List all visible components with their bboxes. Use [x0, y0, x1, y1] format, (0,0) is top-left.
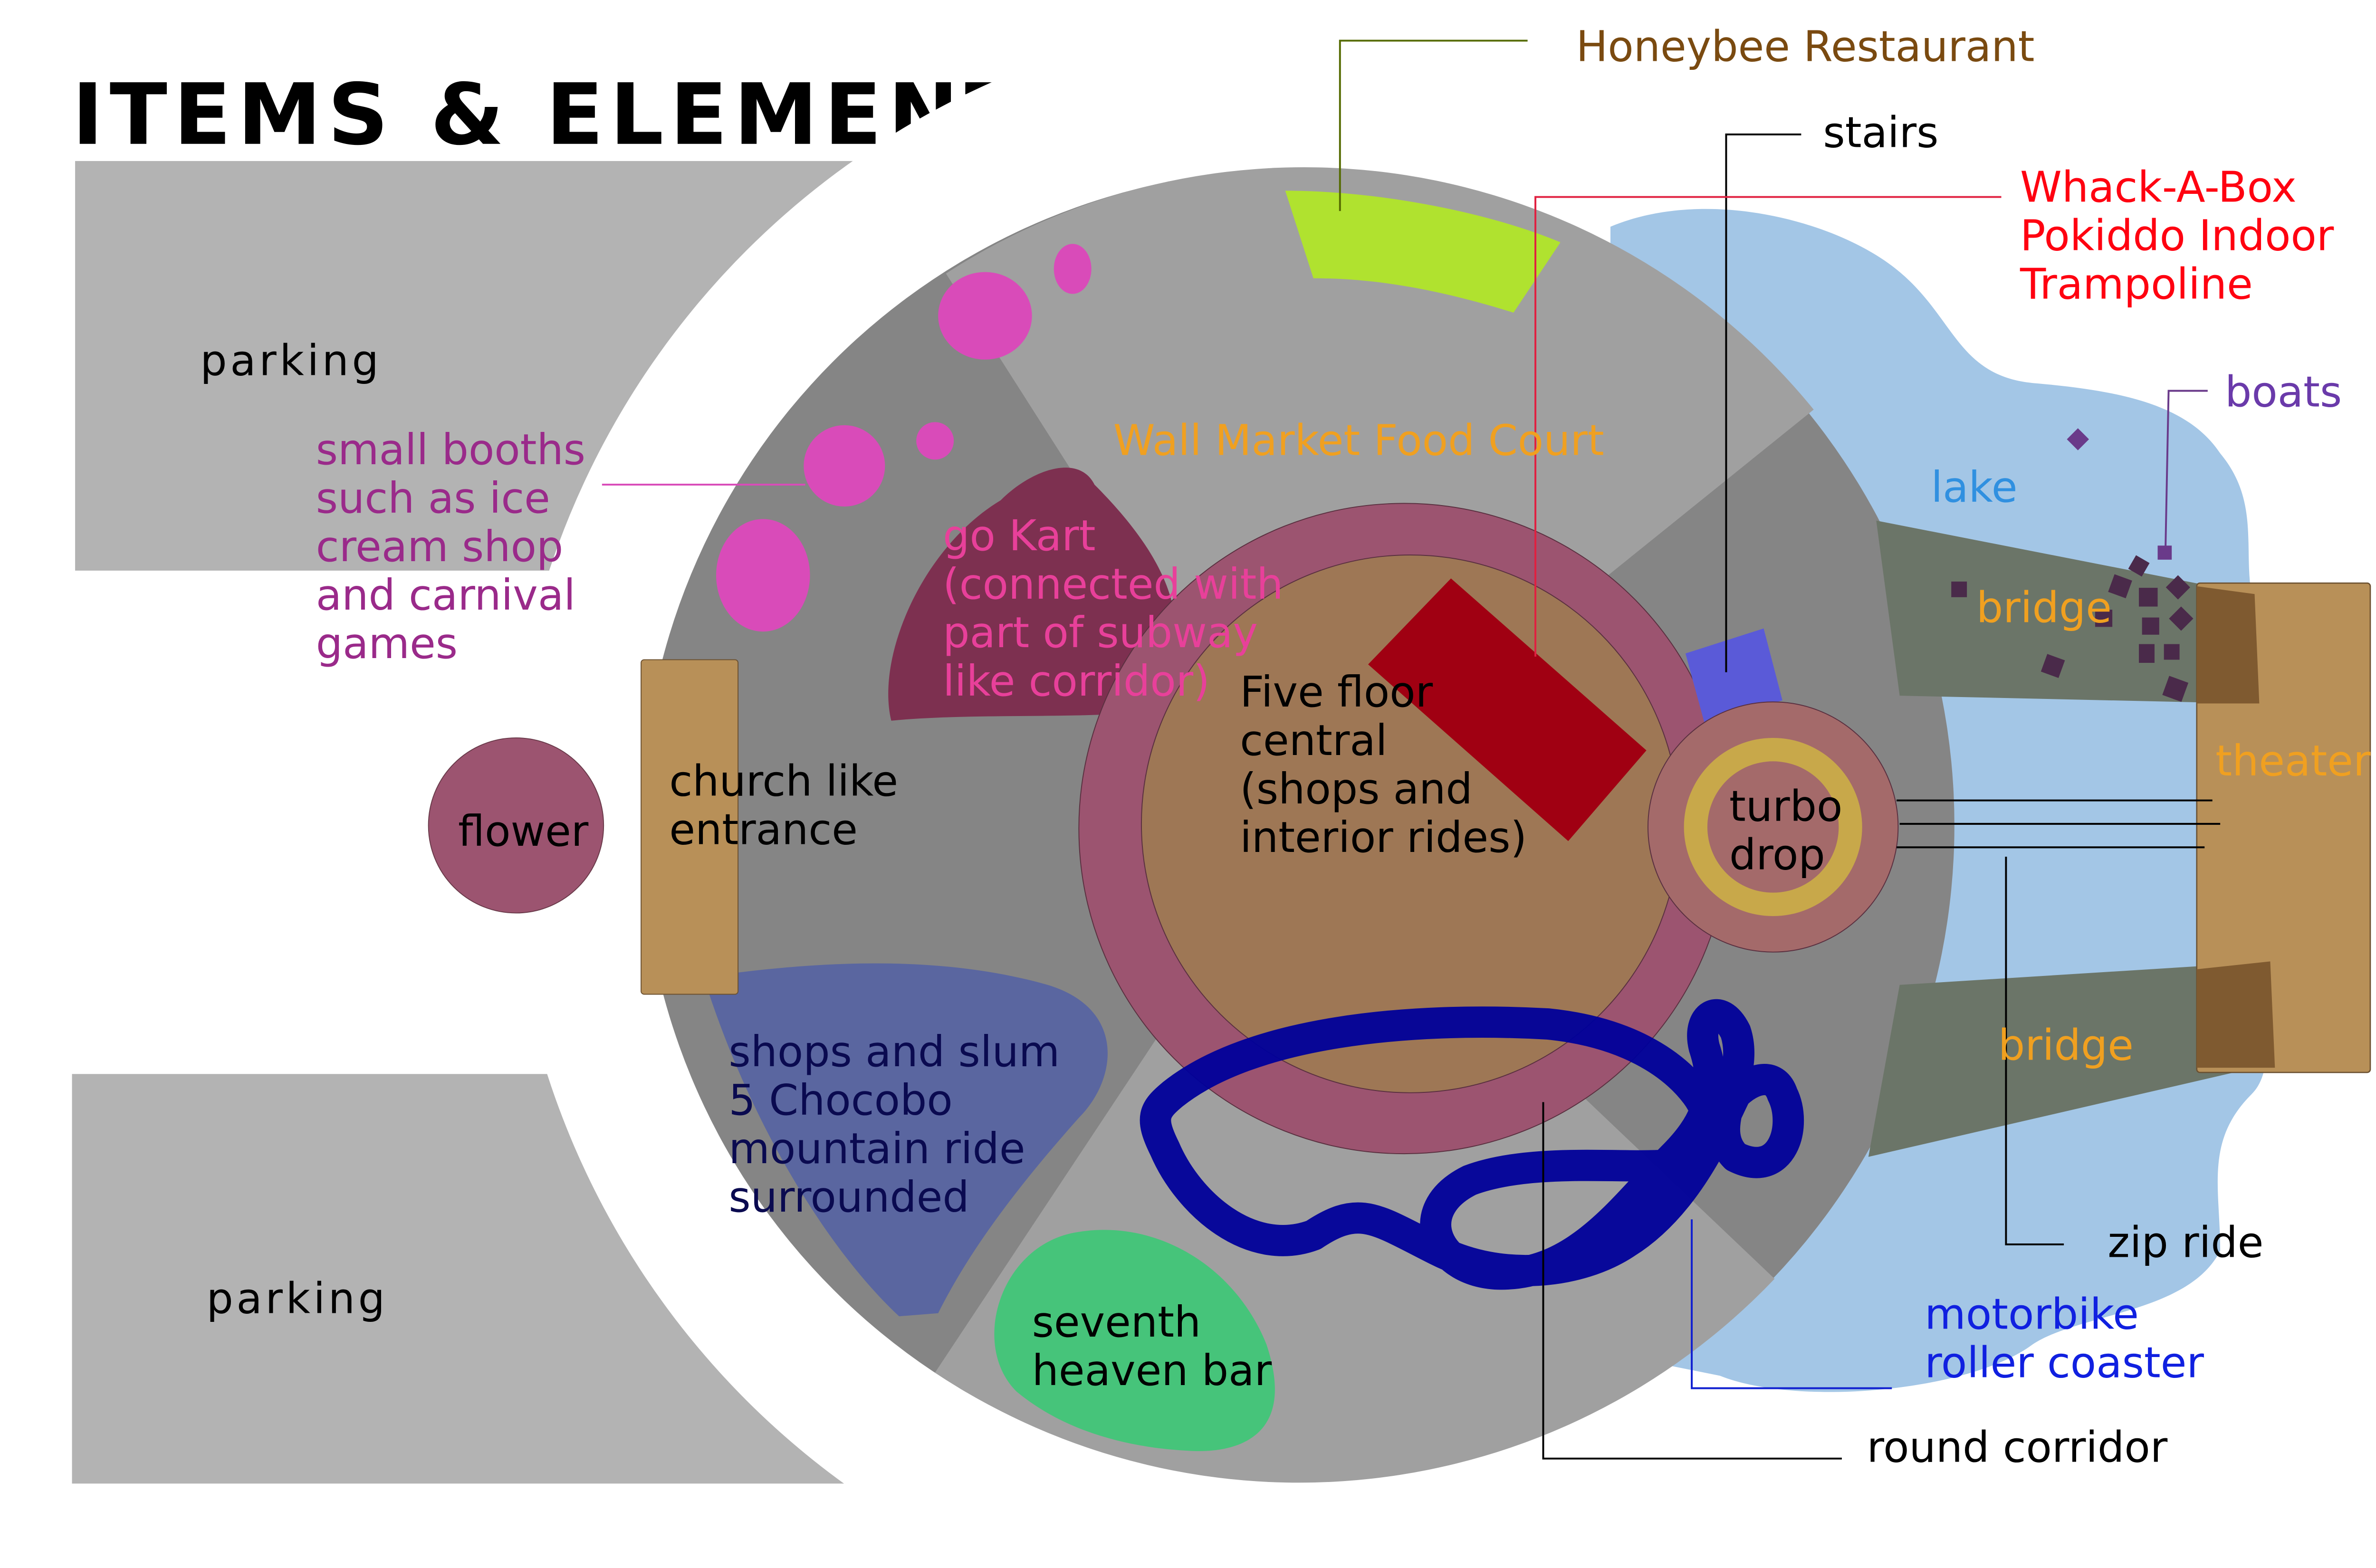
label-line: small booths — [316, 425, 585, 474]
zip-ride-leader — [2005, 856, 2064, 1245]
label-line: part of subway — [943, 608, 1258, 657]
round-corridor-label: round corridor — [1867, 1423, 2168, 1472]
label-line: Pokiddo Indoor — [2020, 211, 2334, 260]
go-kart-label: go Kart (connected with part of subway l… — [943, 511, 1283, 706]
flower — [428, 737, 604, 914]
parking-bottom-label: parking — [206, 1274, 388, 1323]
label-line: (shops and — [1240, 765, 1473, 813]
label-line: cream shop — [316, 522, 564, 571]
label-line: such as ice — [316, 474, 550, 523]
bridge-top-label: bridge — [1976, 583, 2112, 632]
zip-lines — [1897, 799, 2221, 849]
small-booths — [716, 244, 1092, 632]
label-line: Trampoline — [2020, 259, 2253, 308]
theater-bridge-overlap-bottom — [2196, 961, 2275, 1068]
go-kart — [888, 468, 1176, 721]
seventh-heaven-label-1: seventh — [1032, 1298, 1201, 1347]
theater-bridge-overlap-top — [2196, 586, 2260, 704]
flower-label: flower — [458, 807, 589, 856]
zip-ride-label: zip ride — [2108, 1218, 2263, 1267]
round-corridor-leader — [1542, 1102, 1842, 1460]
seventh-heaven-label-2: heaven bar — [1032, 1346, 1272, 1395]
shops-slum-label: shops and slum 5 Chocobo mountain ride s… — [728, 1027, 1060, 1222]
turbo-drop-label-1: turbo — [1729, 782, 1842, 831]
stairs-leader — [1725, 133, 1801, 672]
honeybee-leader — [1339, 39, 1528, 211]
label-line: interior rides) — [1240, 813, 1527, 862]
central-label: Five floor central (shops and interior r… — [1240, 668, 1527, 862]
turbo-drop-core — [1707, 761, 1839, 893]
label-line: central — [1240, 716, 1387, 765]
motorbike-roller-coaster — [1140, 999, 1804, 1290]
bridge-bottom — [1868, 961, 2275, 1157]
honeybee-restaurant — [1285, 191, 1561, 313]
whack-leader — [1534, 196, 2002, 657]
boats — [1951, 428, 2194, 702]
church-label-2: entrance — [669, 805, 858, 854]
motorbike-label-2: roller coaster — [1925, 1339, 2204, 1387]
seventh-heaven-bar — [994, 1230, 1275, 1452]
motorbike-leader — [1691, 1219, 1892, 1389]
bridge-top — [1876, 520, 2251, 704]
stairs — [1685, 628, 1782, 723]
label-line: Five floor — [1240, 668, 1433, 717]
theater-label: theater — [2215, 736, 2371, 785]
label-line: and carnival — [316, 571, 575, 620]
whack-a-box-building — [1368, 578, 1647, 841]
label-line: games — [316, 619, 458, 668]
label-line: Whack-A-Box — [2020, 163, 2297, 211]
motorbike-label-1: motorbike — [1925, 1290, 2139, 1339]
whack-label: Whack-A-Box Pokiddo Indoor Trampoline — [2020, 163, 2334, 308]
food-court-label: Wall Market Food Court — [1113, 416, 1604, 465]
label-line: surrounded — [728, 1173, 969, 1222]
turbo-drop-label-2: drop — [1729, 830, 1825, 879]
church-label-1: church like — [669, 757, 898, 806]
stairs-label: stairs — [1823, 108, 1938, 157]
boats-leader — [2165, 390, 2208, 551]
honeybee-label: Honeybee Restaurant — [1576, 22, 2035, 71]
top-sector — [946, 167, 1814, 826]
parking-top-label: parking — [200, 336, 382, 385]
label-line: shops and slum — [728, 1027, 1060, 1076]
label-line: mountain ride — [728, 1124, 1025, 1173]
label-line: like corridor) — [943, 657, 1210, 706]
church-entrance — [641, 659, 739, 995]
label-line: (connected with — [943, 560, 1283, 609]
small-booths-label: small booths such as ice cream shop and … — [316, 425, 585, 668]
lake-label: lake — [1931, 463, 2017, 512]
boats-label: boats — [2225, 367, 2342, 416]
shops-and-slum — [703, 963, 1108, 1317]
bridge-bottom-label: bridge — [1998, 1021, 2134, 1070]
label-line: go Kart — [943, 511, 1095, 560]
theater-building — [2196, 582, 2371, 1073]
label-line: 5 Chocobo — [728, 1076, 952, 1125]
